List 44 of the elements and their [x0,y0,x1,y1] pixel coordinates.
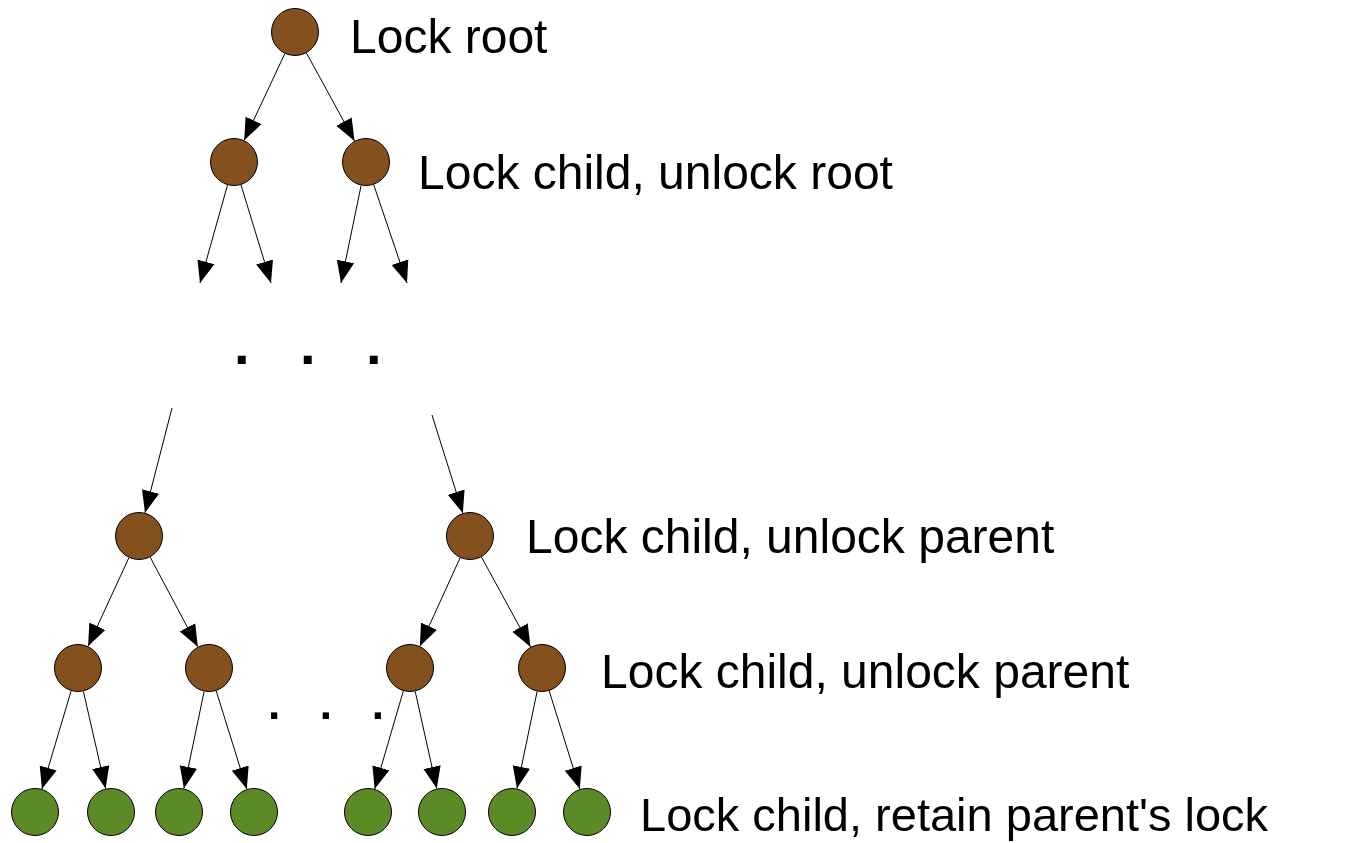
tree-node-circle [271,8,319,56]
arrow [215,690,249,790]
arrow [512,691,538,789]
arrow [373,184,409,284]
arrow [141,407,173,514]
tree-node-circle [518,644,566,692]
tree-node-circle [115,512,163,560]
level-note: Lock child, retain parent's lock [640,789,1269,841]
tree-node-circle [54,644,102,692]
arrow [419,557,461,647]
arrow [431,414,465,514]
arrow [82,690,110,790]
arrow [240,184,273,284]
arrow [306,52,355,142]
tree-node-circle [488,788,536,836]
level-note: Lock child, unlock parent [601,645,1130,699]
arrow [197,184,228,284]
arrow [87,557,130,647]
level-note: Lock child, unlock root [418,146,893,200]
tree-node-circle [344,788,392,836]
tree-node-circle [386,644,434,692]
arrow [414,690,441,790]
arrow [243,53,286,141]
arrow [39,690,72,790]
tree-node-circle [155,788,203,836]
tree-node-circle [342,138,390,186]
ellipsis-text: ... [234,314,432,376]
tree-node-circle [11,788,59,836]
arrow [179,691,205,789]
arrow [336,185,362,284]
level-note: Lock root [350,10,548,64]
tree-node-circle [418,788,466,836]
level-note: Lock child, unlock parent [526,510,1055,564]
arrow [548,690,582,790]
tree-node-circle [87,788,135,836]
tree-node-circle [563,788,611,836]
tree-node-circle [230,788,278,836]
arrow [481,556,531,648]
tree-node-circle [185,644,233,692]
tree-node-circle [446,512,494,560]
arrow [372,690,404,790]
arrow [149,556,199,648]
ellipsis-text: ... [268,679,424,729]
tree-node-circle [210,138,258,186]
